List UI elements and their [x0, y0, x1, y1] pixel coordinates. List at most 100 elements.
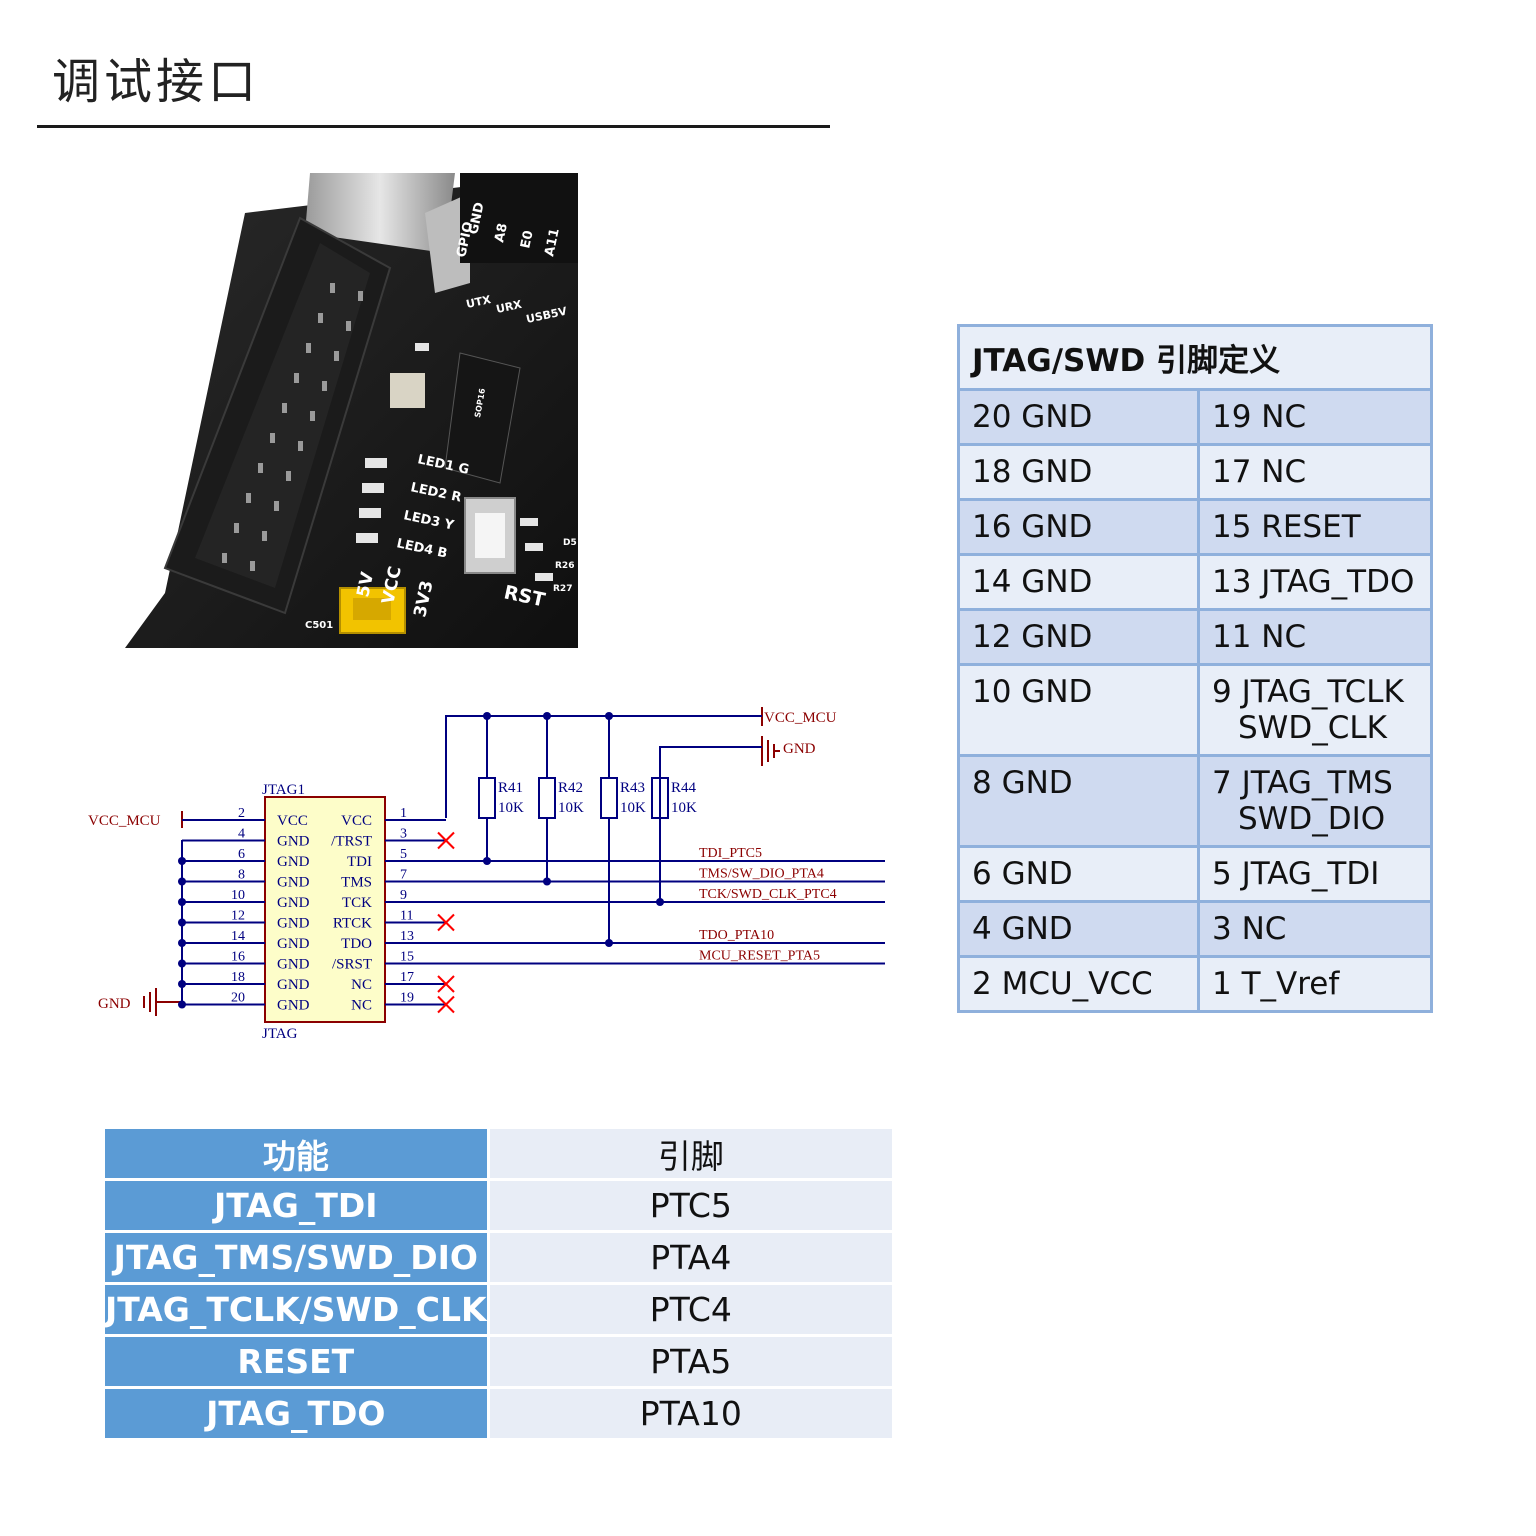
resistor: [478, 777, 496, 819]
connector-pin: [334, 351, 339, 361]
pin-right-label: 7 JTAG_TMS: [1212, 765, 1393, 801]
right-pin-number: 11: [400, 909, 413, 924]
pin-right-label: 15 RESET: [1212, 509, 1361, 545]
pin-right-label: 1 T_Vref: [1212, 966, 1340, 1002]
silk-gnd: GND: [466, 201, 487, 236]
net-label: TDO_PTA10: [699, 928, 774, 943]
right-pin-name: /SRST: [332, 957, 372, 973]
pin-right-cell: 15 RESET: [1197, 498, 1433, 556]
func-pin-cell: PTA10: [489, 1389, 892, 1441]
resistor-value: 10K: [671, 800, 697, 816]
left-pin-name: GND: [277, 834, 310, 850]
pin-right-label: 11 NC: [1212, 619, 1307, 655]
pin-left-cell: 4 GND: [957, 900, 1200, 958]
resistor-value: 10K: [558, 800, 584, 816]
jtag-connector: [163, 216, 392, 615]
func-pin-cell: PTC5: [489, 1181, 892, 1233]
connector-pin: [286, 471, 291, 481]
silk-urx: URX: [495, 298, 524, 316]
net-label: TDI_PTC5: [699, 846, 762, 861]
left-pin-name: GND: [277, 977, 310, 993]
right-pin-name: TDO: [341, 936, 372, 952]
pin-right-cell: 13 JTAG_TDO: [1197, 553, 1433, 611]
left-pin-number: 6: [238, 847, 245, 862]
func-table-header-row: 功能 引脚: [105, 1129, 892, 1181]
left-pin-name: GND: [277, 957, 310, 973]
pin-left-cell: 20 GND: [957, 388, 1200, 446]
func-header-pin: 引脚: [489, 1129, 892, 1181]
left-pin-number: 12: [231, 909, 245, 924]
resistor: [538, 777, 556, 819]
pin-left-cell: 16 GND: [957, 498, 1200, 556]
pin-table-row: 6 GND 5 JTAG_TDI: [957, 845, 1433, 903]
connector-pin: [262, 531, 267, 541]
connector-pin: [250, 561, 255, 571]
right-pin-name: TCK: [342, 895, 372, 911]
pin-right-label: 19 NC: [1212, 399, 1307, 435]
page-title: 调试接口: [52, 54, 261, 110]
resistor: [600, 777, 618, 819]
gnd-label-right: GND: [783, 741, 816, 757]
func-function-cell: RESET: [105, 1337, 490, 1389]
pin-right-cell: 1 T_Vref: [1197, 955, 1433, 1013]
ic-chip: [444, 352, 521, 484]
pin-left-cell: 6 GND: [957, 845, 1200, 903]
connector-pin: [258, 463, 263, 473]
pin-table-row: 20 GND 19 NC: [957, 388, 1433, 446]
connector-pin: [310, 411, 315, 421]
pin-left-cell: 10 GND: [957, 663, 1200, 757]
left-pin-number: 2: [238, 806, 245, 821]
pin-left-cell: 8 GND: [957, 754, 1200, 848]
connector-part: JTAG: [262, 1026, 298, 1042]
func-header-function: 功能: [105, 1129, 490, 1181]
net-label: MCU_RESET_PTA5: [699, 949, 820, 964]
pin-right-cell: 17 NC: [1197, 443, 1433, 501]
pin-right-label: 5 JTAG_TDI: [1212, 856, 1380, 892]
gnd-label-left: GND: [98, 996, 131, 1012]
silk-c501: C501: [305, 620, 333, 631]
right-pin-number: 19: [400, 991, 414, 1006]
title-divider: [37, 125, 830, 128]
left-pin-number: 20: [231, 991, 245, 1006]
pin-right-cell: 11 NC: [1197, 608, 1433, 666]
left-pin-name: GND: [277, 936, 310, 952]
left-pin-number: 8: [238, 868, 245, 883]
vcc-label-left: VCC_MCU: [88, 813, 161, 829]
power-jumper: [339, 587, 406, 634]
pin-table-row: 16 GND 15 RESET: [957, 498, 1433, 556]
connector-pin: [294, 373, 299, 383]
left-pin-number: 14: [231, 929, 245, 944]
connector-ref: JTAG1: [262, 782, 305, 798]
right-pin-number: 3: [400, 827, 407, 842]
pin-table-row: 4 GND 3 NC: [957, 900, 1433, 958]
pin-left-cell: 18 GND: [957, 443, 1200, 501]
func-pin-cell: PTC4: [489, 1285, 892, 1337]
connector-pin: [270, 433, 275, 443]
func-function-cell: JTAG_TDO: [105, 1389, 490, 1441]
left-pin-name: GND: [277, 916, 310, 932]
connector-pin: [222, 553, 227, 563]
pin-right-cell: 5 JTAG_TDI: [1197, 845, 1433, 903]
right-pin-name: NC: [351, 998, 372, 1014]
func-pin-cell: PTA4: [489, 1233, 892, 1285]
pin-right-label: 3 NC: [1212, 911, 1287, 947]
connector-pin: [282, 403, 287, 413]
right-pin-name: /TRST: [331, 834, 372, 850]
silk-r27: R27: [553, 584, 572, 594]
func-function-cell: JTAG_TDI: [105, 1181, 490, 1233]
left-pin-number: 10: [231, 888, 245, 903]
right-pin-number: 1: [400, 806, 407, 821]
pin-right-sublabel: SWD_CLK: [1238, 710, 1387, 746]
silk-d5: D5: [563, 538, 577, 548]
left-pin-number: 16: [231, 950, 245, 965]
silk-e0: E0: [518, 229, 536, 250]
